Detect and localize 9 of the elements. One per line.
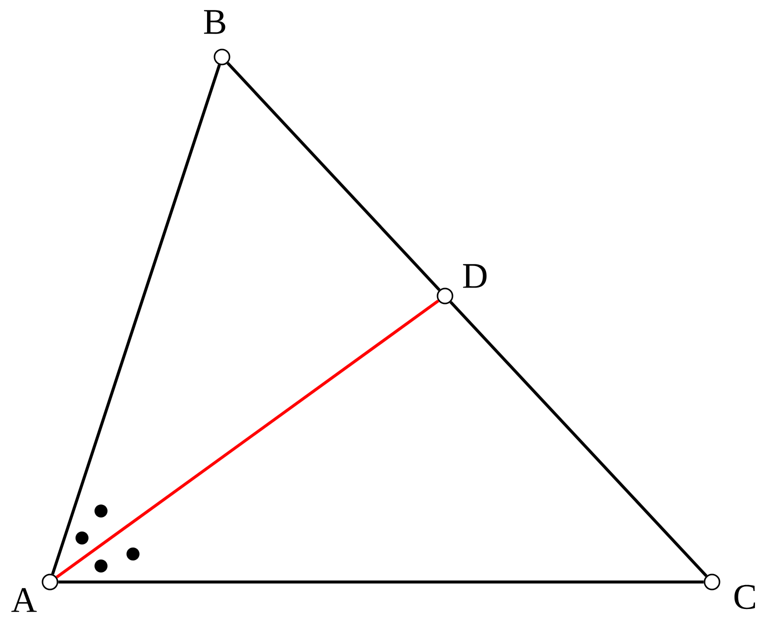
point-label: B [204, 10, 226, 34]
line-segment [51, 64, 221, 575]
line-segment [56, 300, 440, 578]
line-segment [58, 580, 704, 584]
line-segment [226, 62, 440, 291]
line-segment [450, 301, 708, 577]
point-label: D [463, 264, 487, 288]
point-label: C [734, 584, 756, 610]
point-label: A [11, 588, 37, 612]
